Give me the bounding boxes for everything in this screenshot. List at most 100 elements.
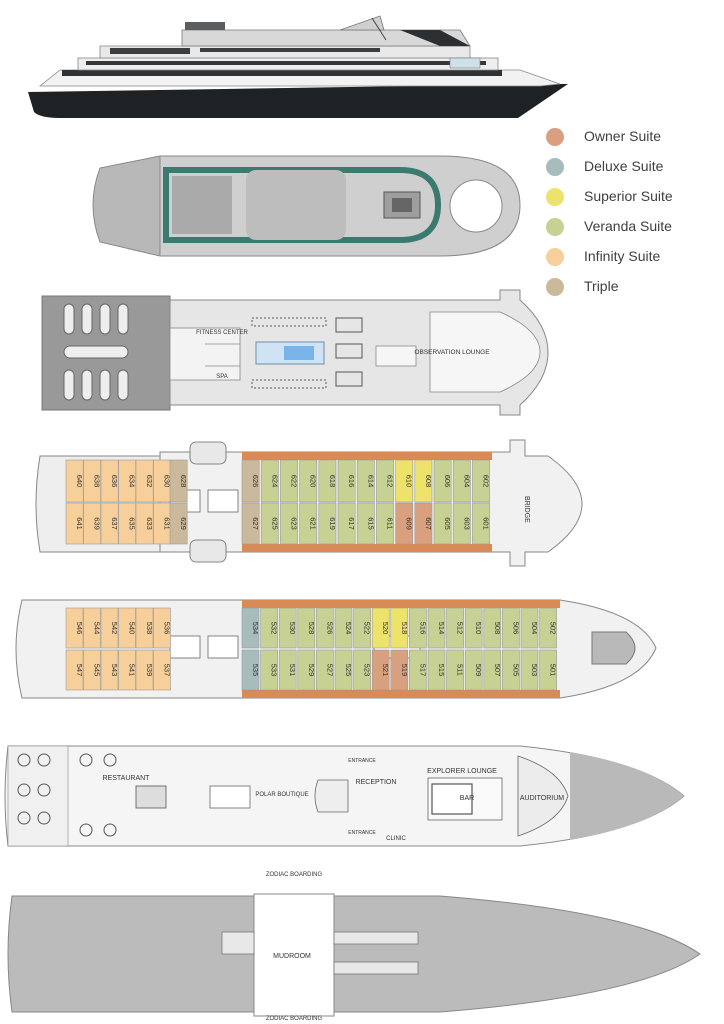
cabin-544 xyxy=(83,607,101,649)
cabin-533 xyxy=(260,649,278,691)
cabin-number: 534 xyxy=(251,622,260,635)
cabin-number: 526 xyxy=(325,622,334,635)
cabin-515 xyxy=(427,649,446,691)
cabin-512 xyxy=(446,607,464,649)
cabin-number: 542 xyxy=(110,622,119,635)
cabin-609 xyxy=(395,502,414,545)
cabin-546 xyxy=(65,607,84,649)
cabin-number: 539 xyxy=(145,664,154,677)
cabin-641 xyxy=(65,502,84,545)
cabin-number: 634 xyxy=(128,475,137,488)
cabin-629 xyxy=(169,502,188,545)
cabin-625 xyxy=(260,502,279,545)
cabin-634 xyxy=(118,459,137,503)
cabin-534 xyxy=(241,607,260,649)
cabin-number: 537 xyxy=(163,664,172,677)
cabin-620 xyxy=(299,459,318,503)
cabin-618 xyxy=(318,459,337,503)
cabin-527 xyxy=(316,649,334,691)
cabin-526 xyxy=(316,607,334,649)
bar-label: BAR xyxy=(460,795,474,802)
cabin-number: 619 xyxy=(328,517,337,530)
cabin-523 xyxy=(353,649,371,691)
cabin-number: 606 xyxy=(443,475,452,488)
cabin-number: 512 xyxy=(456,622,465,635)
clinic-label: CLINIC xyxy=(386,836,406,842)
deck-6: FITNESS CENTER SPA OBSERVATION LOUNGE xyxy=(41,289,549,416)
auditorium-label: AUDITORIUM xyxy=(520,795,564,802)
cabin-number: 527 xyxy=(325,664,334,677)
cabin-number: 533 xyxy=(270,664,279,677)
spa-label: SPA xyxy=(216,374,228,380)
observation-lounge-label: OBSERVATION LOUNGE xyxy=(414,349,490,356)
legend-swatch xyxy=(546,218,564,236)
cabin-number: 507 xyxy=(493,664,502,677)
cabin-622 xyxy=(280,459,298,503)
cabin-number: 612 xyxy=(386,475,395,488)
cabin-number: 509 xyxy=(474,664,483,677)
cabin-623 xyxy=(280,502,298,545)
cabin-number: 620 xyxy=(309,475,318,488)
cabin-542 xyxy=(100,607,119,649)
cabin-number: 503 xyxy=(530,664,539,677)
cabin-number: 532 xyxy=(270,622,279,635)
cabin-536 xyxy=(153,607,171,649)
cabin-number: 638 xyxy=(93,475,102,488)
cabin-number: 511 xyxy=(456,664,465,676)
cabin-number: 607 xyxy=(424,517,433,530)
cabin-547 xyxy=(65,649,84,691)
cabin-507 xyxy=(483,649,502,691)
cabin-number: 543 xyxy=(110,664,119,677)
cabin-508 xyxy=(483,607,502,649)
cabin-638 xyxy=(83,459,102,503)
cabin-541 xyxy=(118,649,136,691)
cabin-number: 625 xyxy=(270,517,279,530)
cabin-number: 530 xyxy=(288,622,297,635)
cabin-619 xyxy=(318,502,337,545)
cabin-number: 545 xyxy=(93,664,102,677)
cabin-number: 618 xyxy=(328,475,337,488)
reception-label: RECEPTION xyxy=(356,779,397,786)
cabin-607 xyxy=(414,502,433,545)
cabin-number: 636 xyxy=(110,475,119,488)
legend-label: Infinity Suite xyxy=(584,248,661,264)
cabin-639 xyxy=(83,502,102,545)
cabin-number: 631 xyxy=(163,517,172,530)
cabin-number: 523 xyxy=(363,664,372,677)
cabin-602 xyxy=(472,459,490,503)
legend-swatch xyxy=(546,128,564,146)
cabin-535 xyxy=(241,649,260,691)
cabin-number: 624 xyxy=(270,475,279,488)
cabin-number: 622 xyxy=(290,475,299,488)
entrance-top-label: ENTRANCE xyxy=(348,758,376,764)
entrance-bottom-label: ENTRANCE xyxy=(348,830,376,836)
cabin-636 xyxy=(100,459,119,503)
cabin-number: 516 xyxy=(418,622,427,635)
cabin-617 xyxy=(337,502,356,545)
cabin-519 xyxy=(390,649,409,691)
cabin-number: 626 xyxy=(251,475,260,488)
cabin-504 xyxy=(520,607,539,649)
cabin-number: 541 xyxy=(128,664,137,677)
polar-boutique-label: POLAR BOUTIQUE xyxy=(255,792,308,798)
cabin-number: 506 xyxy=(511,622,520,635)
cabin-number: 529 xyxy=(307,664,316,677)
cabin-number: 629 xyxy=(179,517,188,530)
cabin-number: 635 xyxy=(128,517,137,530)
legend-item: Superior Suite xyxy=(542,184,720,214)
legend-swatch xyxy=(546,278,564,296)
cabin-525 xyxy=(334,649,353,691)
cabin-545 xyxy=(83,649,101,691)
cabin-number: 522 xyxy=(363,622,372,635)
cabin-543 xyxy=(100,649,119,691)
cabin-number: 544 xyxy=(93,622,102,635)
zodiac-boarding-bottom-label: ZODIAC BOARDING xyxy=(266,1016,323,1022)
zodiac-boarding-top-label: ZODIAC BOARDING xyxy=(266,872,323,878)
cabin-number: 546 xyxy=(75,622,84,635)
legend-item: Infinity Suite xyxy=(542,244,720,274)
